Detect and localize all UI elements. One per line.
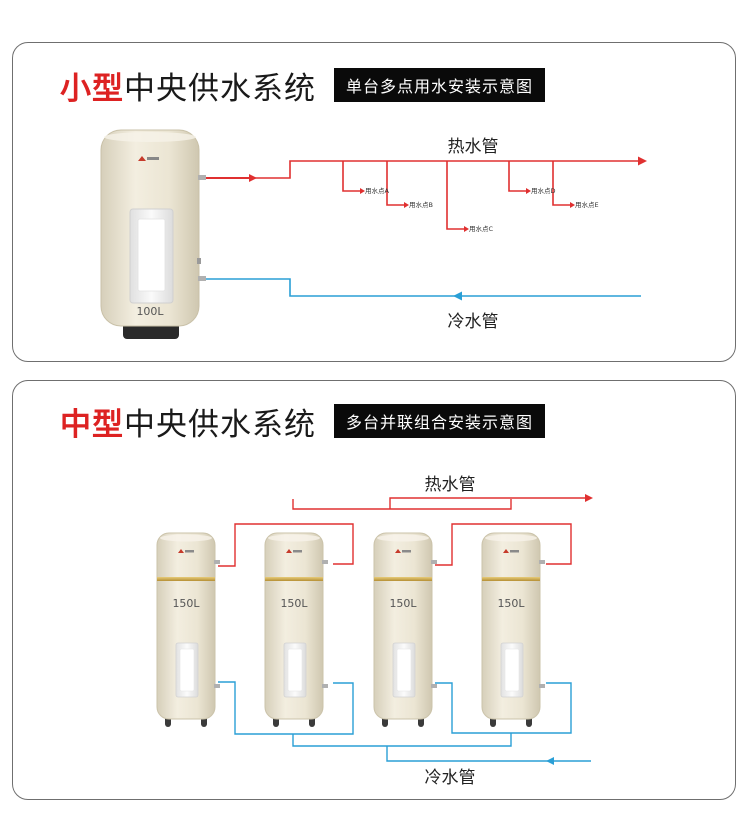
hot-outlet-fitting (198, 175, 206, 180)
water-heater-2: 150L (264, 532, 329, 728)
title-badge: 多台并联组合安装示意图 (334, 404, 546, 438)
panel-title: 小型 中央供水系统 单台多点用水安装示意图 (60, 63, 546, 107)
water-heater-4: 150L (481, 532, 546, 728)
medium-system-panel: 中型 中央供水系统 多台并联组合安装示意图 (12, 380, 736, 800)
water-heater-3: 150L (373, 532, 438, 728)
title-accent: 小型 (60, 70, 124, 107)
cold-pipe-label: 冷水管 (425, 768, 476, 788)
water-heater-1: 150L (156, 532, 221, 728)
tank-capacity: 100L (136, 305, 164, 318)
cold-inlet-fitting (198, 276, 206, 281)
small-system-panel: 小型 中央供水系统 单台多点用水安装示意图 (12, 42, 736, 362)
point-label-d: 用水点D (531, 186, 556, 195)
point-label-e: 用水点E (575, 200, 599, 209)
cold-water-pipe (218, 681, 591, 762)
hot-water-pipe (206, 160, 645, 230)
hot-pipe-label: 热水管 (448, 137, 499, 157)
cold-water-pipe (206, 278, 641, 301)
hot-flow-arrow (585, 494, 593, 502)
hot-pipe-label: 热水管 (425, 475, 476, 495)
tank-capacity: 150L (389, 597, 417, 610)
point-label-c: 用水点C (469, 224, 494, 233)
cold-flow-arrow (546, 757, 554, 765)
panel-title: 中型 中央供水系统 多台并联组合安装示意图 (60, 399, 546, 443)
title-badge: 单台多点用水安装示意图 (334, 68, 546, 102)
point-label-a: 用水点A (365, 186, 390, 195)
tank-capacity: 150L (497, 597, 525, 610)
single-tank-diagram: 100L 热水管 用水点A 用水点B 用水点C 用水点D (100, 129, 647, 339)
parallel-tanks-diagram: 热水管 冷水管 150L 150L 150L 150L (156, 475, 593, 788)
brand-logo-icon (138, 156, 159, 161)
tank-capacity: 150L (172, 597, 200, 610)
title-main: 中央供水系统 (124, 406, 316, 443)
title-main: 中央供水系统 (124, 70, 316, 107)
point-label-b: 用水点B (409, 200, 433, 209)
hot-flow-arrows (249, 156, 647, 232)
tank-capacity: 150L (280, 597, 308, 610)
hot-water-pipe (218, 497, 591, 567)
title-accent: 中型 (60, 406, 124, 443)
water-heater: 100L (100, 129, 206, 339)
cold-pipe-label: 冷水管 (448, 312, 499, 332)
